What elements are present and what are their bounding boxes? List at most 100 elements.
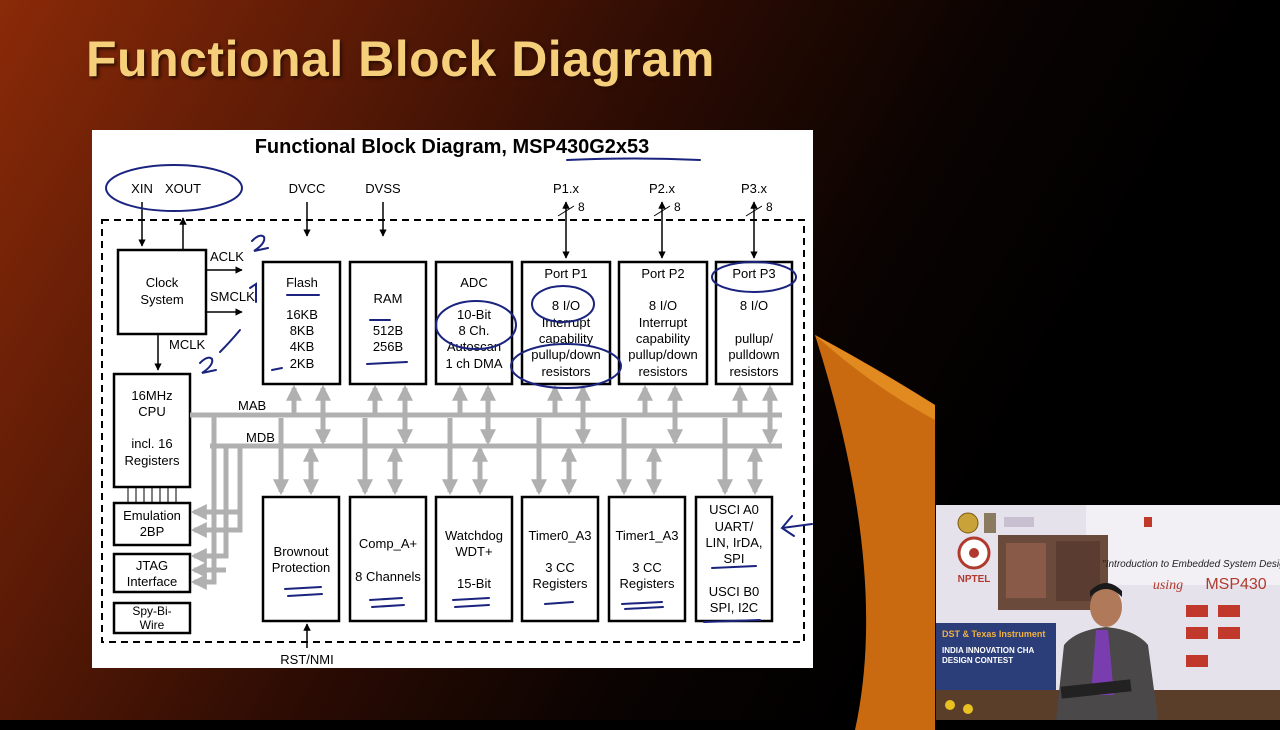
diagram-title: Functional Block Diagram, MSP430G2x53	[255, 136, 650, 158]
course-platform: MSP430	[1205, 576, 1266, 593]
emulation-label-2: 2BP	[140, 524, 165, 539]
block-diagram-panel: Functional Block Diagram, MSP430G2x53 XI…	[92, 130, 813, 668]
nptel-label: NPTEL	[958, 574, 991, 585]
adc-block	[434, 260, 514, 386]
usci-label-5: SPI, I2C	[710, 600, 758, 615]
spy-bi-wire-block	[112, 601, 192, 635]
port3-label-1: 8 I/O	[740, 298, 768, 313]
annotation-circle-xtal	[105, 164, 243, 212]
watchdog-label-0: Watchdog	[445, 528, 503, 543]
annotation-comp-u1	[369, 597, 403, 601]
timer1-block	[607, 495, 687, 623]
p2-bus-arrow	[653, 201, 671, 259]
pen-annotations	[105, 157, 813, 623]
port1-label-1: 8 I/O	[552, 298, 580, 313]
ti-logo	[1144, 517, 1152, 527]
course-using: using	[1153, 578, 1183, 593]
signal-aclk: ACLK	[210, 249, 244, 264]
timer0-label-1: 3 CC	[545, 560, 575, 575]
course-title: "Introduction to Embedded System Design"	[1102, 559, 1280, 570]
banner-line3: DESIGN CONTEST	[942, 656, 1013, 665]
port-p1-block	[520, 260, 612, 386]
flash-label-1: 16KB	[286, 307, 318, 322]
adc-label-1: 10-Bit	[457, 307, 491, 322]
instructor-video-overlay: NPTEL "Introduction to Embedded System D…	[936, 505, 1280, 720]
adc-label-4: 1 ch DMA	[445, 356, 502, 371]
signal-mdb: MDB	[246, 430, 275, 445]
usci-block	[694, 495, 774, 623]
flash-label-4: 2KB	[290, 356, 315, 371]
port2-label-5: resistors	[638, 364, 688, 379]
ram-label-2: 256B	[373, 339, 403, 354]
spy-label-2: Wire	[140, 618, 165, 632]
p3-bus-width: 8	[766, 200, 773, 214]
usci-label-2: LIN, IrDA,	[705, 535, 762, 550]
brownout-label-1: Protection	[272, 560, 331, 575]
signal-mclk: MCLK	[169, 337, 205, 352]
port-p2-block	[617, 260, 709, 386]
annotation-comp-u2	[371, 604, 405, 608]
banner-line2: INDIA INNOVATION CHA	[942, 646, 1035, 655]
flash-label-3: 4KB	[290, 339, 315, 354]
pin-dvss: DVSS	[365, 181, 401, 196]
annotation-ram-u2	[366, 361, 408, 365]
pin-rst: RST/NMI	[280, 652, 333, 667]
institute-logo	[957, 512, 979, 534]
pin-dvcc: DVCC	[289, 181, 326, 196]
port1-label-5: resistors	[541, 364, 591, 379]
slide-title: Functional Block Diagram	[86, 31, 715, 87]
adc-label-3: Autoscan	[447, 339, 501, 354]
timer1-label-1: 3 CC	[632, 560, 662, 575]
port2-label-4: pullup/down	[628, 347, 697, 362]
p1-bus-width: 8	[578, 200, 585, 214]
pin-p1: P1.x	[553, 181, 580, 196]
chip-boundary	[101, 219, 805, 643]
clock-label-1: Clock	[146, 275, 179, 290]
comp-label-1: 8 Channels	[355, 569, 421, 584]
signal-smclk: SMCLK	[210, 289, 255, 304]
clock-system-block	[116, 248, 208, 336]
annotation-underline-part	[566, 157, 701, 161]
port3-label-0: Port P3	[732, 266, 775, 281]
banner-line1: DST & Texas Instrument	[942, 629, 1045, 639]
timer0-label-0: Timer0_A3	[528, 528, 591, 543]
annotation-circle-p3	[711, 261, 797, 293]
annotation-mclk-arc	[219, 329, 241, 353]
emulation-block	[112, 501, 192, 547]
emblem-logo	[984, 513, 996, 533]
cpu-emulation-links	[127, 487, 177, 502]
watchdog-label-1: WDT+	[455, 544, 492, 559]
usci-label-0: USCI A0	[709, 502, 759, 517]
usci-label-3: SPI	[724, 551, 745, 566]
adc-label-2: 8 Ch.	[458, 323, 489, 338]
jtag-label-2: Interface	[127, 574, 178, 589]
debug-bus-links	[190, 415, 243, 591]
port1-label-0: Port P1	[544, 266, 587, 281]
annotation-smclk-1	[249, 282, 257, 303]
port2-label-2: Interrupt	[639, 315, 688, 330]
comp-block	[348, 495, 428, 623]
timer0-block	[520, 495, 600, 623]
annotation-circle-io	[531, 285, 595, 323]
port2-label-3: capability	[636, 331, 691, 346]
emulation-label-1: Emulation	[123, 508, 181, 523]
signal-mab: MAB	[238, 398, 266, 413]
cpu-label-1: 16MHz	[131, 388, 172, 403]
jtag-label-1: JTAG	[136, 558, 168, 573]
annotation-wdt-u1	[452, 597, 490, 601]
watchdog-block	[434, 495, 514, 623]
pin-p3: P3.x	[741, 181, 768, 196]
flash-label-2: 8KB	[290, 323, 315, 338]
flash-block	[261, 260, 342, 386]
port3-label-3: pulldown	[728, 347, 779, 362]
annotation-brownout-u2	[287, 593, 323, 597]
annotation-usci-b0-u	[703, 619, 761, 623]
flash-label-0: Flash	[286, 275, 318, 290]
port3-label-4: resistors	[729, 364, 779, 379]
timer1-label-0: Timer1_A3	[615, 528, 678, 543]
pin-xin: XIN	[131, 181, 153, 196]
port2-label-1: 8 I/O	[649, 298, 677, 313]
pin-xout: XOUT	[165, 181, 201, 196]
pin-p2: P2.x	[649, 181, 676, 196]
clock-label-2: System	[140, 292, 183, 307]
